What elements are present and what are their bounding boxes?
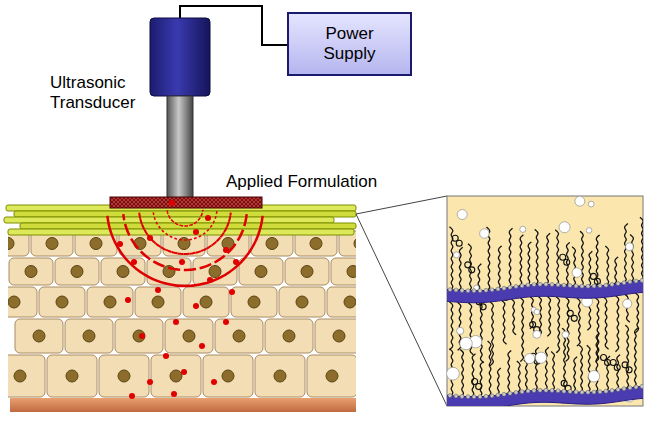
transducer-horn (167, 96, 193, 198)
lipid-bilayers (447, 196, 643, 406)
ultrasound-waves (107, 200, 262, 399)
epidermis-cells (8, 231, 356, 397)
stratum-corneum (4, 205, 356, 235)
zoom-line (356, 214, 447, 406)
formulation-label: Applied Formulation (226, 172, 396, 192)
formulation-pad (110, 197, 262, 208)
box-label: Power Supply (310, 24, 390, 65)
transducer-body (150, 18, 210, 96)
zoom-line (356, 196, 447, 214)
power-supply-box: Power Supply (287, 12, 412, 76)
transducer-label: Ultrasonic Transducer (50, 73, 148, 114)
dermis-band (10, 398, 356, 412)
